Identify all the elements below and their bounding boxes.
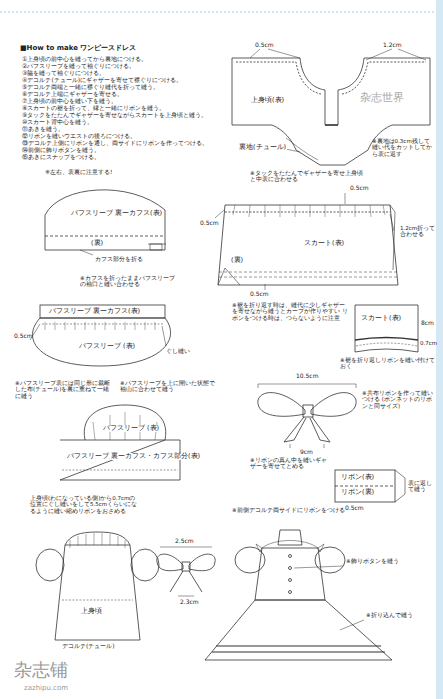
pattern-piece: パフスリーブ 裏ーカフス(表) (裏) [40,180,170,252]
piece-label: (裏) [90,240,104,247]
note-label: 0.5cm [14,333,39,340]
note-label: zazhipu.com [24,684,68,692]
step-text: ⑩スカート背中心を縫う。 [22,119,93,126]
note-label: ※裾を折り返す時は、縫代に少しギャザーを寄せながら縫うとカーブが作りやすい リボ… [232,302,350,321]
pattern-piece: パフスリーブ 裏ーカフス(表) パフスリーブ (表) [30,305,175,367]
piece-label: リボン(表) [340,474,375,481]
step-text: ⑫リボンを縫いウエストの後ろにつける。 [22,133,136,140]
step-text: ⑧スカートの裾を折って、縁と一緒にリボンを縫う。 [22,105,165,112]
piece-label: パフスリーブ 裏ーカフス(表) [48,308,141,315]
step-text: ⑮あきにスナップをつける。 [22,154,100,161]
note-label: 2.5cm [175,538,205,545]
note-label: 10.5cm [296,373,326,380]
step-text: ④デコルテ(チュール)にギャザーを寄せて襟ぐりにつける。 [22,77,182,84]
note-label: 0.5cm [350,185,380,192]
note-label: 1.2cm [383,42,413,49]
note-label: ※共布リボンを作って縫いつける (ボンネットのリボンと同サイズ) [362,390,434,409]
note-label: ※飾りボタンを縫う [346,558,406,564]
note-label: ※パフスリーブ表には同じ形に裁断した布(チュール)を裏に重ねて一緒に縫う [15,380,110,399]
note-label: ※裏地は0.3cm残して縫い代をカットしてから表に返す [372,138,434,157]
step-text: ⑥デコルテ上端にギャザーを寄せる。 [22,91,123,98]
step-text: ⑭前側に飾りボタンを縫う。 [22,147,100,154]
note-label: ※左右、表裏に注意する! [45,169,175,176]
pattern-piece: リボン(表) リボン(裏) [335,470,395,502]
piece-label: スカート(表) [360,315,402,322]
step-text: ③脇を縫って袖ぐりにつける。 [22,70,105,77]
pattern-piece: パフスリーブ (表) パフスリーブ 裏ーカフス・カフス部分(表) [60,405,203,480]
note-label: 9cm [300,449,320,456]
step-text: ②パフスリーブを縫って袖ぐりにつける。 [22,63,135,70]
step-text: ①上身頃の前中心を縫ってから裏地につける。 [22,56,147,63]
step-text: ⑤デコルテ両端と一緒に襟ぐり縫代を折って縫う。 [22,84,159,91]
page-title: ■How to make ワンピースドレス [20,44,136,52]
piece-label: リボン(裏) [340,489,375,496]
note-label: ぐし縫い [166,348,196,355]
note-label: 0.5cm [250,291,280,298]
piece-label: 裏地(チュール) [238,144,287,151]
note-label: 0.5cm [200,220,225,227]
note-label: 表に返して縫う [408,480,436,493]
step-text: ⑬デコルテ上側にリボンを通し、両サイドにリボンを作ってつける。 [22,140,208,147]
piece-label: パフスリーブ (表) [78,343,136,350]
pattern-piece: 上身頃 [40,530,155,640]
pattern-piece: 上身頃(表) 裏地(チュール) [228,52,433,167]
note-label: ※タックをたたんでギャザーを寄せ上身頃と中表に合わせる [250,170,368,183]
note-label: 0.5cm [255,42,285,49]
piece-label: パフスリーブ 裏ーカフス(表) [70,210,163,217]
note-label: カフス部分を折る [95,256,175,263]
note-label: 8cm [421,320,435,327]
note-label: 0.7cm [420,340,438,346]
note-label: デコルテ(チュール) [62,643,142,650]
piece-label: スカート(表) [303,240,345,247]
piece-label: 上身頃 [80,608,103,615]
piece-label: 上身頃(表) [250,97,285,104]
note-label: ※カフスを折ったままパフスリーブの袖口と縫い合わせる [80,275,175,288]
step-text: ⑨タックをたたんでギャザーを寄せながらスカートを上身頃と縫う。 [22,112,207,119]
note-label: ※折り込んで縫う [366,612,428,618]
note-label: 2.3cm [180,599,210,606]
pattern-piece: スカート(表) [355,305,418,353]
pattern-piece: スカート(表) (裏) [218,195,398,290]
note-label: 1.2cm折って合わせる [400,225,436,238]
note-label: ※裾を折り返しリボンを縫い付けておく [340,357,435,370]
note-label: ※パフスリーブを上に開いた状態で袖山に合わせて縫う [120,380,215,393]
step-text: ⑪あきを縫う。 [22,126,64,133]
note-label: 上身頃(わになっている側)から0.7cmの位置にぐし縫いをして5.5cmくらいに… [30,495,140,514]
piece-label: パフスリーブ (表) [102,425,160,432]
note-label: 杂志铺 [14,660,68,681]
piece-label: (裏) [230,257,244,264]
note-label: 杂志世界 [360,92,430,105]
piece-label: パフスリーブ 裏ーカフス・カフス部分(表) [66,453,201,460]
note-label: 0.5cm [345,505,370,512]
step-text: ⑦上身頃の前中心を縫い下を縫う。 [22,98,117,105]
note-label: ※リボンの真ん中を縫いギャザーを寄せてとめる [250,457,330,470]
note-label: ※前側デコルテ両サイドにリボンをつける [232,507,347,513]
